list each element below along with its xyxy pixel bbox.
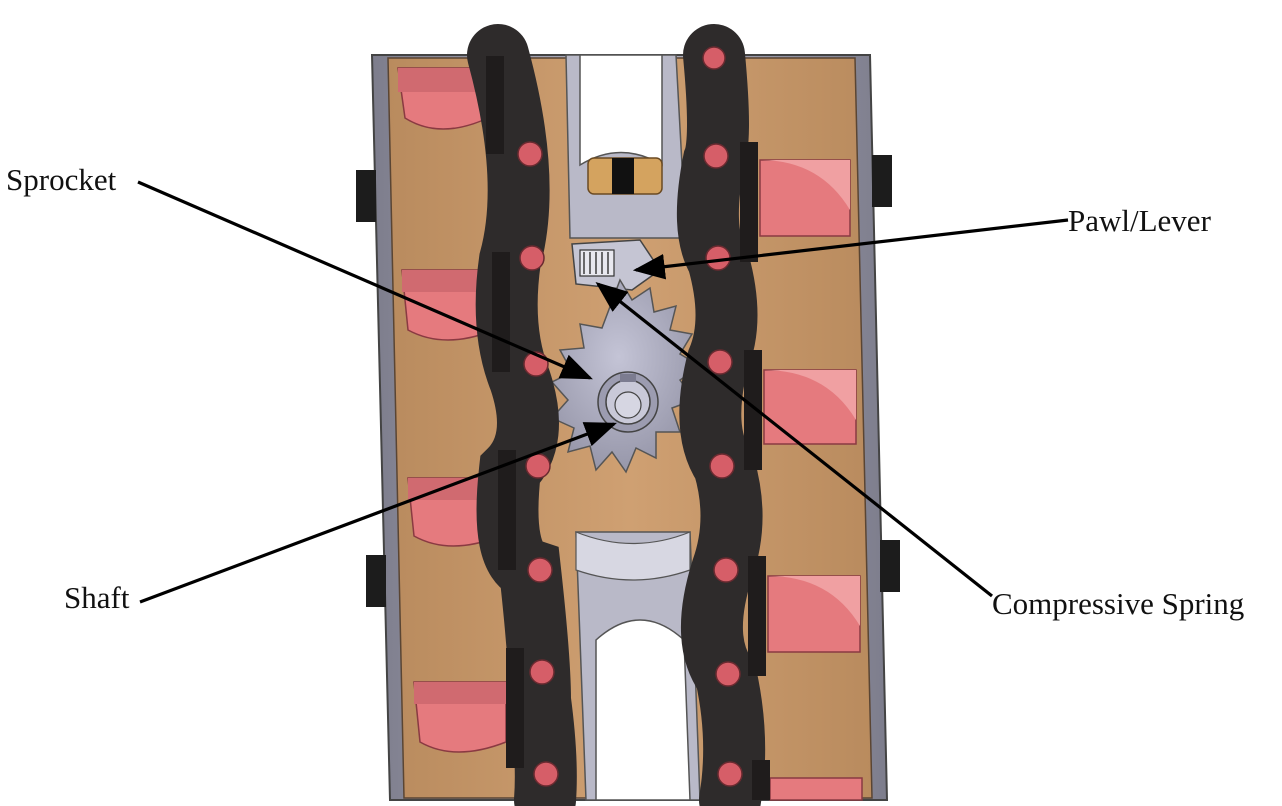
bracket-left-top — [356, 170, 376, 222]
paddle-left-2 — [401, 269, 495, 341]
label-sprocket: Sprocket — [6, 162, 117, 197]
lower-guide-block — [575, 531, 701, 801]
leader-shaft — [139, 422, 617, 604]
label-compressive-spring: Compressive Spring — [992, 586, 1244, 621]
label-pawl-lever: Pawl/Lever — [1068, 203, 1212, 238]
paddle-right-2 — [763, 369, 857, 445]
leader-sprocket — [137, 180, 593, 380]
leader-compressive-spring — [595, 282, 993, 598]
label-shaft: Shaft — [64, 580, 130, 615]
chain-pins — [517, 46, 743, 787]
paddle-right-4 — [769, 777, 863, 801]
bracket-right-bottom — [880, 540, 900, 592]
shaft — [597, 371, 659, 433]
labels: Sprocket Pawl/Lever Shaft Compressive Sp… — [6, 162, 1244, 621]
paddle-right-3 — [767, 575, 861, 653]
leader-lines — [137, 180, 1069, 604]
upper-guide-block — [565, 54, 687, 239]
spring-coil-icon — [579, 249, 615, 277]
leader-pawl-lever — [632, 218, 1069, 280]
bracket-right-top — [872, 155, 892, 207]
paddle-right-1 — [759, 159, 851, 237]
bracket-left-bottom — [366, 555, 386, 607]
paddle-left-4 — [413, 681, 507, 753]
gear-icon — [550, 278, 702, 474]
